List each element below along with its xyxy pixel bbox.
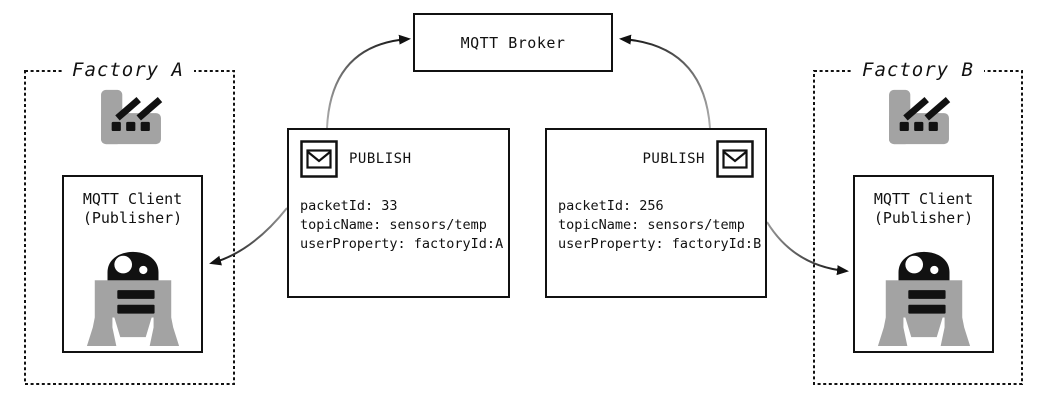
publish-a-title: PUBLISH — [349, 151, 412, 167]
robot-icon — [86, 251, 179, 346]
packet-b-user-property: userProperty: factoryId:B — [558, 236, 762, 252]
envelope-icon — [300, 140, 338, 178]
mqtt-client-b-box: MQTT Client (Publisher) — [853, 175, 994, 353]
packet-a-user-property: userProperty: factoryId:A — [300, 236, 504, 252]
broker-label: MQTT Broker — [460, 33, 566, 52]
arrow-publish-b-to-client-b — [766, 221, 849, 276]
publish-b-title: PUBLISH — [642, 151, 705, 167]
envelope-icon — [716, 140, 754, 178]
client-a-name: MQTT Client — [82, 190, 183, 208]
factory-b-label: Factory B — [852, 59, 984, 81]
mqtt-broker-box: MQTT Broker — [413, 13, 613, 72]
factory-a-label: Factory A — [62, 59, 194, 81]
factory-icon — [101, 89, 163, 145]
factory-a-border — [24, 70, 235, 385]
packet-a-id: packetId: 33 — [300, 198, 398, 214]
arrow-publish-b-to-broker — [619, 34, 711, 129]
client-a-role: (Publisher) — [82, 209, 183, 227]
factory-icon — [889, 89, 951, 145]
packet-b-id: packetId: 256 — [558, 198, 664, 214]
mqtt-client-a-box: MQTT Client (Publisher) — [62, 175, 203, 353]
client-b-role: (Publisher) — [873, 209, 974, 227]
packet-b-topic: topicName: sensors/temp — [558, 217, 745, 233]
publish-packet-b: PUBLISH packetId: 256 topicName: sensors… — [545, 128, 767, 298]
robot-icon — [877, 251, 970, 346]
factory-b-border — [813, 70, 1023, 385]
arrow-publish-a-to-broker — [326, 34, 411, 129]
packet-a-topic: topicName: sensors/temp — [300, 217, 487, 233]
client-b-name: MQTT Client — [873, 190, 974, 208]
publish-packet-a: PUBLISH packetId: 33 topicName: sensors/… — [287, 128, 510, 298]
arrow-publish-a-to-client-a — [209, 207, 288, 266]
